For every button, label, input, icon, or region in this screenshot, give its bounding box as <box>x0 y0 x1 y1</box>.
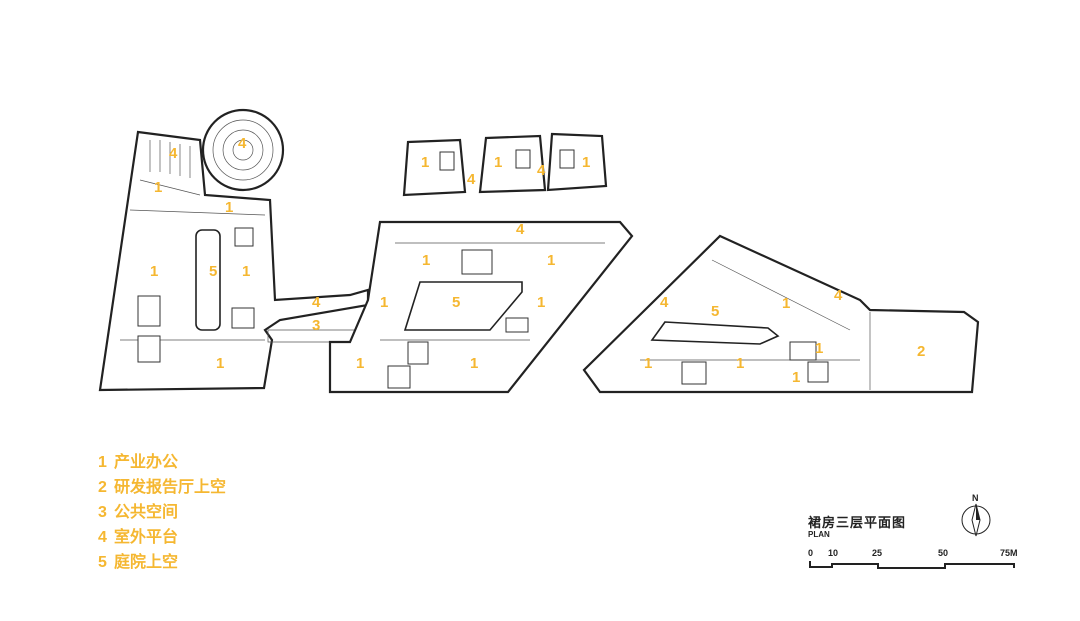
scale-label: 0 <box>808 548 813 558</box>
zone-number: 4 <box>312 294 321 311</box>
scale-label: 10 <box>828 548 838 558</box>
courtyard-void-left <box>195 229 221 331</box>
zone-number: 1 <box>422 252 430 269</box>
zone-number: 4 <box>537 162 546 179</box>
zone-number: 1 <box>216 355 224 372</box>
zone-number: 1 <box>150 263 158 280</box>
zone-number: 1 <box>782 295 790 312</box>
zone-number: 5 <box>209 263 217 280</box>
zone-labels: 4 4 1 1 1 5 1 1 1 4 1 4 1 4 1 1 4 1 5 1 … <box>150 135 925 386</box>
zone-number: 4 <box>516 221 525 238</box>
courtyard-void-middle <box>403 281 523 331</box>
courtyard-void-right <box>650 321 780 345</box>
zone-number: 1 <box>792 369 800 386</box>
zone-number: 4 <box>169 145 178 162</box>
zone-number: 3 <box>312 317 320 334</box>
zone-number: 5 <box>452 294 460 311</box>
zone-number: 1 <box>470 355 478 372</box>
zone-number: 1 <box>356 355 364 372</box>
scale-label: 75M <box>1000 548 1018 558</box>
zone-number: 1 <box>815 340 823 357</box>
zone-number: 1 <box>537 294 545 311</box>
zone-number: 1 <box>225 199 233 216</box>
north-arrow-icon: N <box>961 493 991 537</box>
zone-number: 4 <box>238 135 247 152</box>
floor-plan: 4 4 1 1 1 5 1 1 1 4 1 4 1 4 1 1 4 1 5 1 … <box>98 108 980 394</box>
zone-number: 4 <box>660 294 669 311</box>
right-building <box>582 234 980 394</box>
zone-number: 1 <box>154 179 162 196</box>
zone-number: 4 <box>467 171 476 188</box>
round-terrace <box>201 108 285 192</box>
middle-building <box>328 220 634 394</box>
scale-bar: 0 10 25 50 75M <box>808 548 1018 569</box>
scale-label: 50 <box>938 548 948 558</box>
left-building <box>98 108 370 392</box>
plan-subtitle: PLAN <box>808 530 830 539</box>
zone-number: 5 <box>711 303 719 320</box>
north-label: N <box>972 493 979 503</box>
zone-number: 2 <box>917 343 925 360</box>
zone-number: 1 <box>582 154 590 171</box>
zone-number: 1 <box>242 263 250 280</box>
top-pods <box>402 132 608 197</box>
zone-number: 4 <box>834 287 843 304</box>
zone-number: 1 <box>494 154 502 171</box>
zone-number: 1 <box>421 154 429 171</box>
scale-label: 25 <box>872 548 882 558</box>
zone-number: 1 <box>736 355 744 372</box>
zone-number: 1 <box>547 252 555 269</box>
plan-title: 裙房三层平面图 <box>808 515 907 530</box>
zone-number: 1 <box>380 294 388 311</box>
zone-number: 1 <box>644 355 652 372</box>
